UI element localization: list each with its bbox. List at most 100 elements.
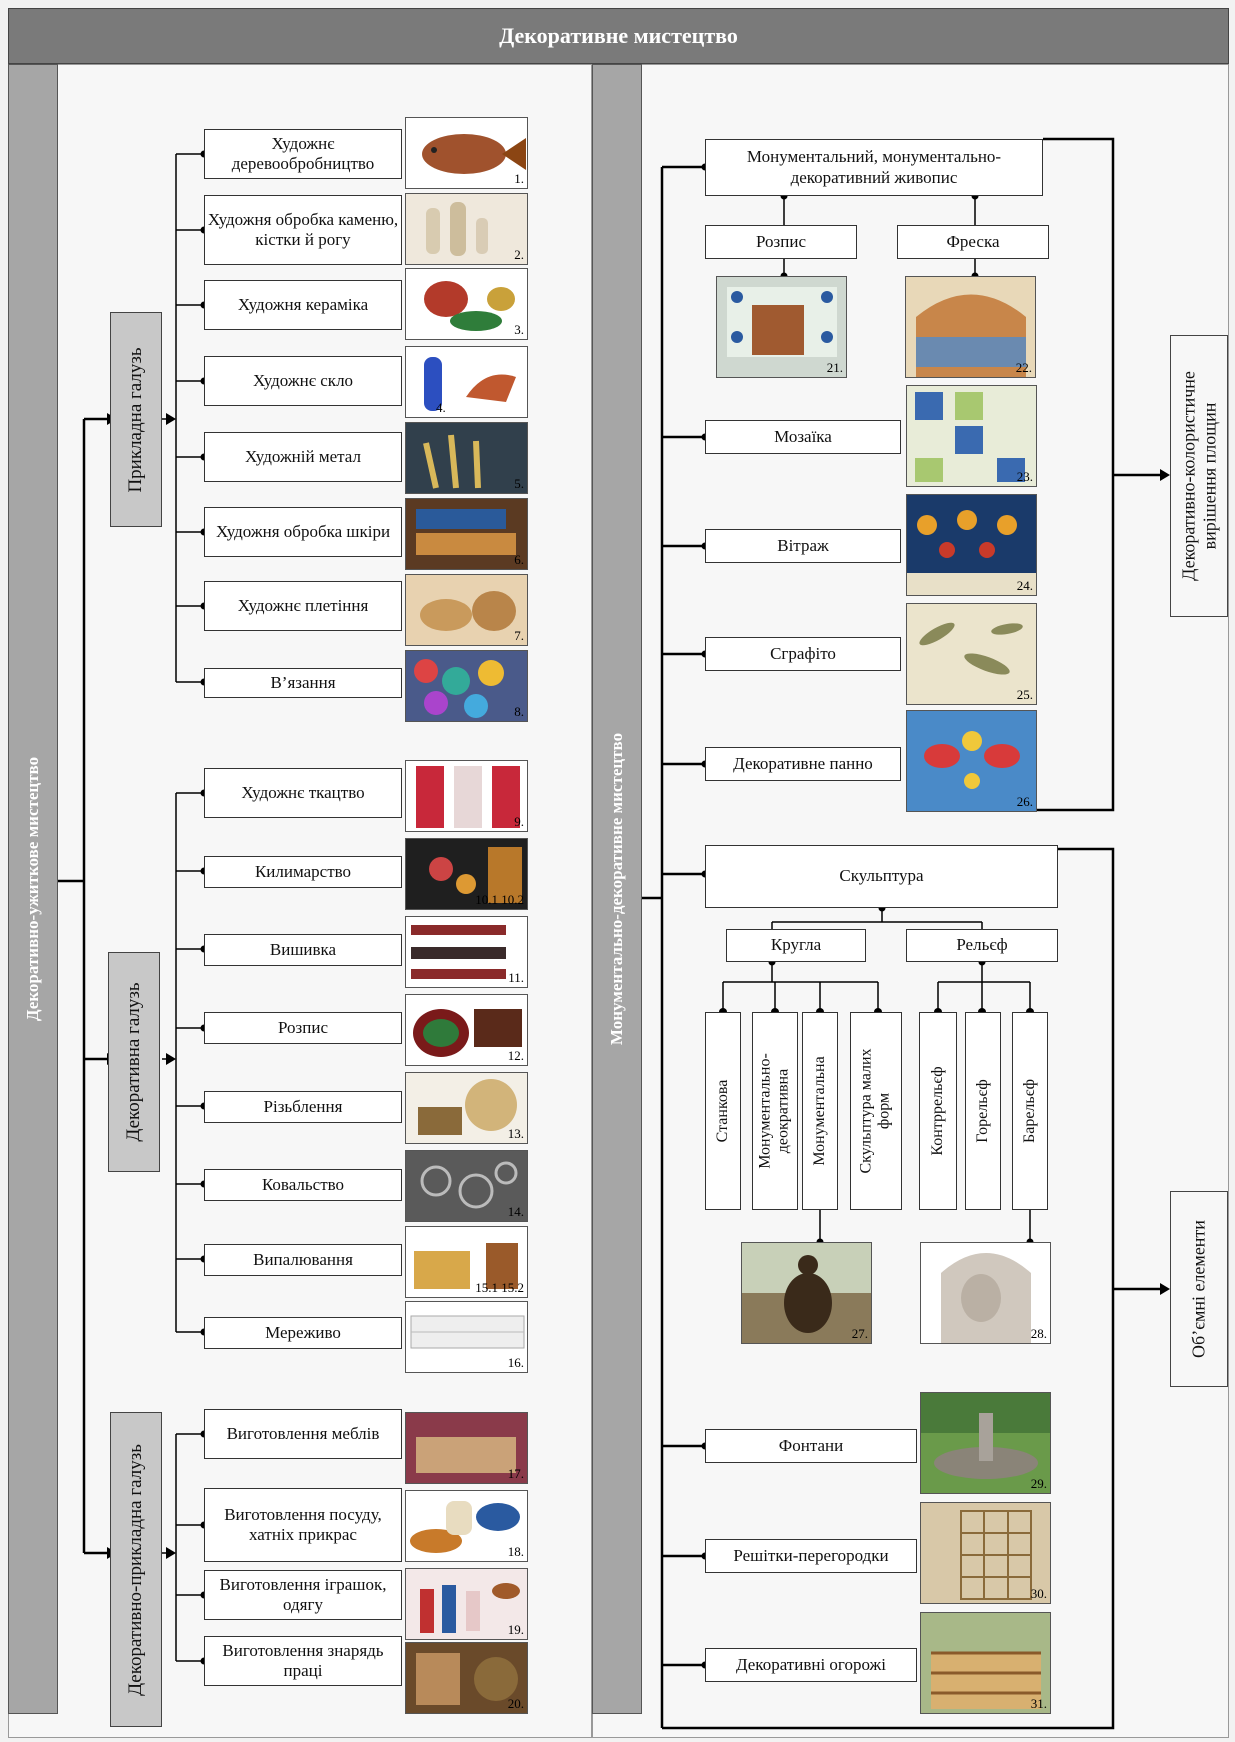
image-number: 15.1 15.2 (475, 1280, 524, 1295)
relief-type-counter: Контррельєф (919, 1012, 957, 1210)
image-lace: 16. (405, 1301, 528, 1373)
image-31-fence: 31. (920, 1612, 1051, 1714)
image-stone-vases: 2. (405, 193, 528, 265)
reshitky-box: Решітки-перегородки (705, 1539, 917, 1573)
image-number: 17. (507, 1466, 524, 1481)
image-27-statue: 27. (741, 1242, 872, 1344)
image-number: 21. (826, 360, 843, 375)
monumental-art-bar: Монументально-декоративне мистецтво (592, 64, 642, 1714)
image-ceramics: 3. (405, 268, 528, 340)
image-number: 16. (507, 1355, 524, 1370)
item-embroidery: Вишивка (204, 934, 402, 966)
group-applied-label: Прикладна галузь (125, 346, 146, 493)
fontany-box: Фонтани (705, 1429, 917, 1463)
image-number: 13. (507, 1126, 524, 1141)
relief-type-high: Горельєф (965, 1012, 1001, 1210)
image-number: 11. (508, 970, 524, 985)
image-number: 4. (436, 400, 446, 415)
group-decorative-applied: Декоративно-прикладна галузь (110, 1412, 162, 1727)
image-number: 7. (514, 628, 524, 643)
image-number: 20. (507, 1696, 524, 1711)
image-textile: 9. (405, 760, 528, 832)
sculpture-type-small-forms: Скульптура малих форм (850, 1012, 902, 1210)
relief-box: Рельєф (906, 929, 1058, 962)
item-textile-weaving: Художнє ткацтво (204, 768, 402, 818)
image-leather: 6. (405, 498, 528, 570)
relief-type-label: Горельєф (973, 1079, 991, 1143)
item-ceramics: Художня кераміка (204, 280, 402, 330)
sculpture-type-label: Монументально-деокративна (756, 1053, 792, 1169)
color-solution-label: Декоративно-колористичне вирішення площи… (1178, 371, 1219, 581)
image-number: 22. (1015, 360, 1032, 375)
relief-type-label: Барельєф (1020, 1079, 1038, 1143)
page-title: Декоративне мистецтво (8, 8, 1229, 64)
group-decorative-label: Декоративна галузь (123, 982, 144, 1142)
sculpture-type-label: Монументальна (810, 1056, 828, 1166)
item-leather: Художня обробка шкіри (204, 507, 402, 557)
image-number: 9. (514, 814, 524, 829)
image-furniture: 17. (405, 1412, 528, 1484)
image-knitting: 8. (405, 650, 528, 722)
image-burning: 15.1 15.2 (405, 1226, 528, 1298)
image-29-fountain: 29. (920, 1392, 1051, 1494)
image-metal: 5. (405, 422, 528, 494)
image-25-sgraffito: 25. (906, 603, 1037, 705)
image-21-wall-painting: 21. (716, 276, 847, 378)
item-carving: Різьблення (204, 1091, 402, 1123)
image-24-stained-glass: 24. (906, 494, 1037, 596)
image-carpet: 10.1 10.2 (405, 838, 528, 910)
image-number: 23. (1016, 469, 1033, 484)
item-furniture: Виготовлення меблів (204, 1409, 402, 1459)
sculpture-box: Скульптура (705, 845, 1058, 908)
image-number: 26. (1016, 794, 1033, 809)
image-number: 24. (1016, 578, 1033, 593)
color-solution-box: Декоративно-колористичне вирішення площи… (1170, 335, 1228, 617)
image-forging: 14. (405, 1150, 528, 1222)
sculpture-type-label: Станкова (713, 1079, 731, 1143)
volume-elements-box: Об’ємні елементи (1170, 1191, 1228, 1387)
item-stone-bone: Художня обробка каменю, кістки й рогу (204, 195, 402, 265)
item-toys-clothes: Виготовлення іграшок, одягу (204, 1570, 402, 1620)
image-number: 27. (851, 1326, 868, 1341)
decorative-applied-art-bar: Декоративно-ужиткове мистецтво (8, 64, 58, 1714)
image-23-mosaic: 23. (906, 385, 1037, 487)
sculpture-type-label: Скульптура малих форм (857, 1048, 893, 1174)
image-number: 19. (507, 1622, 524, 1637)
sgrafito-box: Сграфіто (705, 637, 901, 671)
image-number: 6. (514, 552, 524, 567)
image-toys: 19. (405, 1568, 528, 1640)
image-number: 3. (514, 322, 524, 337)
item-carpet: Килимарство (204, 856, 402, 888)
panno-box: Декоративне панно (705, 747, 901, 781)
item-painting: Розпис (204, 1012, 402, 1044)
volume-elements-label: Об’ємні елементи (1188, 1220, 1209, 1358)
item-burning: Випалювання (204, 1244, 402, 1276)
item-knitting: В’язання (204, 668, 402, 698)
monumental-painting-box: Монументальний, монументально-декоративн… (705, 139, 1043, 196)
group-decorative: Декоративна галузь (108, 952, 160, 1172)
image-tableware: 18. (405, 1490, 528, 1562)
rozpys-box: Розпис (705, 225, 857, 259)
image-number: 25. (1016, 687, 1033, 702)
image-number: 10.1 10.2 (475, 892, 524, 907)
group-applied: Прикладна галузь (110, 312, 162, 527)
relief-type-label: Контррельєф (928, 1066, 946, 1156)
image-embroidery: 11. (405, 916, 528, 988)
image-number: 12. (507, 1048, 524, 1063)
vitrazh-box: Вітраж (705, 529, 901, 563)
item-lace: Мереживо (204, 1317, 402, 1349)
image-22-fresco: 22. (905, 276, 1036, 378)
image-number: 5. (514, 476, 524, 491)
image-number: 28. (1030, 1326, 1047, 1341)
image-26-panel: 26. (906, 710, 1037, 812)
sculpture-type-stankova: Станкова (705, 1012, 741, 1210)
image-number: 29. (1030, 1476, 1047, 1491)
image-number: 2. (514, 247, 524, 262)
relief-type-bas: Барельєф (1012, 1012, 1048, 1210)
image-number: 30. (1030, 1586, 1047, 1601)
item-blacksmithing: Ковальство (204, 1169, 402, 1201)
sculpture-type-monumental: Монументальна (802, 1012, 838, 1210)
image-number: 1. (514, 171, 524, 186)
item-tableware: Виготовлення посуду, хатніх прикрас (204, 1488, 402, 1562)
image-28-relief: 28. (920, 1242, 1051, 1344)
